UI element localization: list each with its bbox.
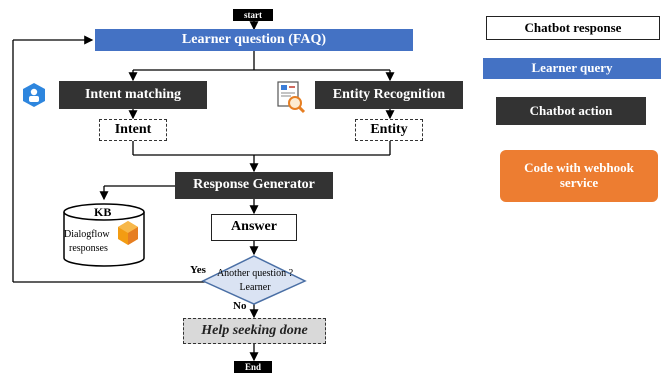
learner-question-box: Learner question (FAQ) xyxy=(95,29,413,51)
decision-diamond xyxy=(201,255,307,305)
intent-matching-box: Intent matching xyxy=(59,81,207,109)
kb-title: KB xyxy=(94,205,112,219)
no-label: No xyxy=(233,300,247,312)
dialogflow-agent-icon xyxy=(23,83,45,107)
answer-box: Answer xyxy=(211,214,297,241)
dialogflow-cube-icon xyxy=(118,221,138,245)
yes-label: Yes xyxy=(190,264,206,276)
help-seeking-done-box: Help seeking done xyxy=(183,318,326,344)
entity-box: Entity xyxy=(355,119,423,141)
decision-line1: Another question ? xyxy=(216,268,294,279)
legend-webhook-service: Code with webhook service xyxy=(500,150,658,202)
entity-recognition-box: Entity Recognition xyxy=(315,81,463,109)
end-terminal: End xyxy=(234,361,272,373)
kb-line2: responses xyxy=(69,243,108,254)
kb-line1: Dialogflow xyxy=(64,229,110,240)
legend-learner-query: Learner query xyxy=(483,58,661,79)
legend-chatbot-response: Chatbot response xyxy=(486,16,660,40)
intent-box: Intent xyxy=(99,119,167,141)
legend-chatbot-action: Chatbot action xyxy=(496,97,646,125)
response-generator-box: Response Generator xyxy=(175,172,333,199)
decision-line2: Learner xyxy=(239,282,271,293)
entity-search-icon xyxy=(277,81,306,114)
start-terminal: start xyxy=(233,9,273,21)
